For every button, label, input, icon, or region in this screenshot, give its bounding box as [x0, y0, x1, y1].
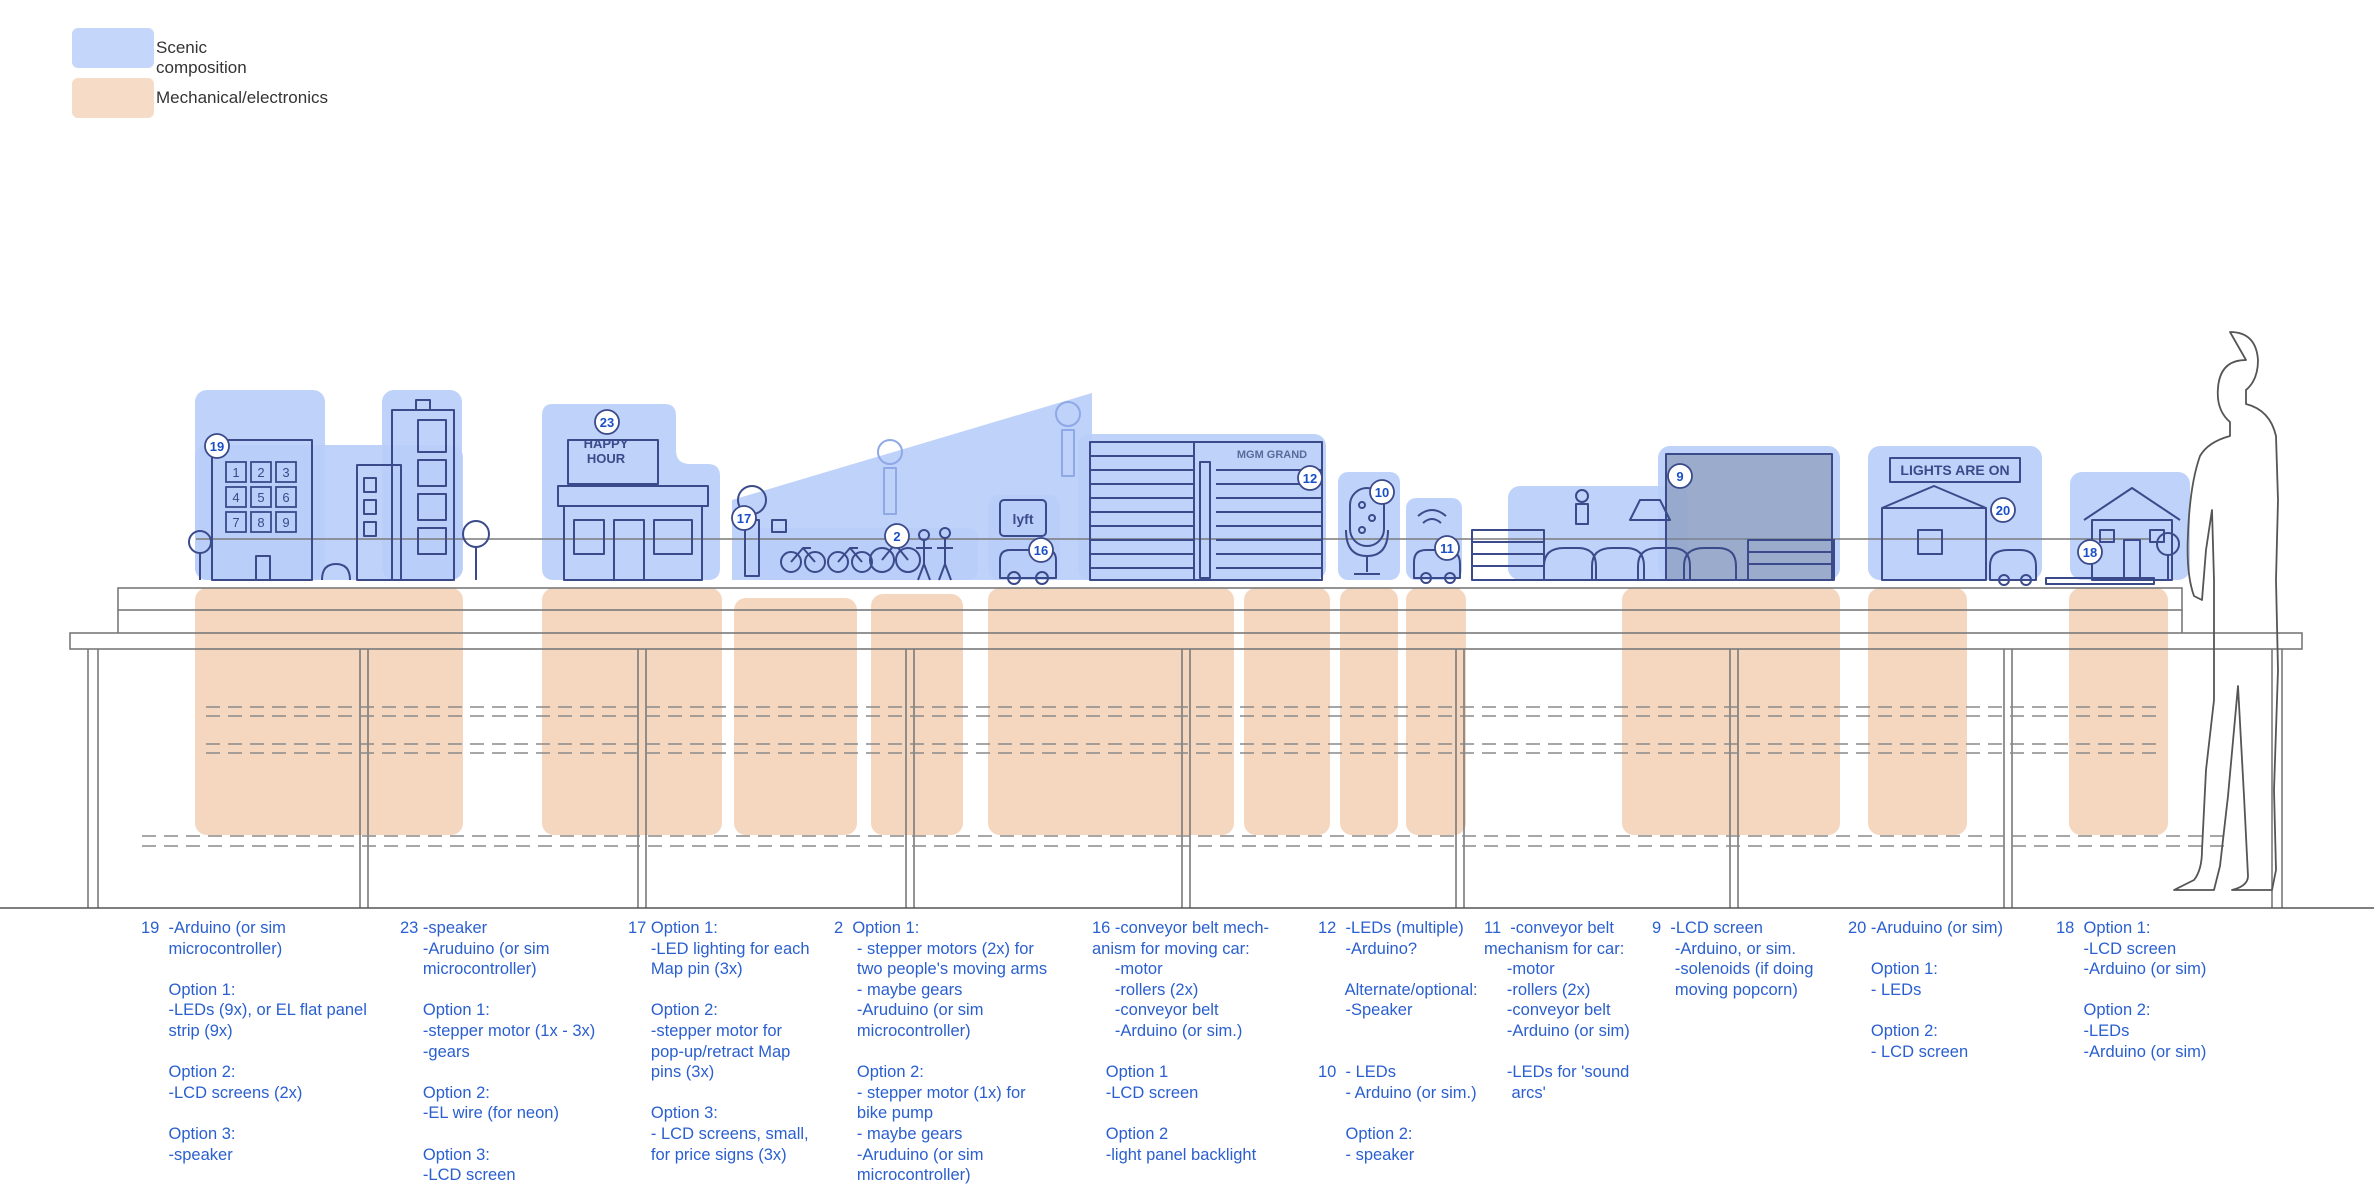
mgm-grand-sign: MGM GRAND [1237, 449, 1307, 461]
mech-zone-16 [988, 588, 1234, 835]
mgm-grand-building [1089, 441, 1323, 581]
badge-circle-16 [1028, 537, 1054, 563]
scenic-zone-23 [542, 404, 720, 580]
legend-swatch-scenic [72, 28, 154, 68]
house-18 [2045, 487, 2181, 585]
badge-number-19: 19 [210, 439, 224, 454]
keypad-digit: 4 [232, 490, 239, 505]
mech-zone-12 [1244, 588, 1330, 835]
keypad-digit: 7 [232, 515, 239, 530]
note-19: 19 -Arduino (or sim microcontroller) Opt… [141, 919, 367, 1164]
badge-circle-18 [2077, 539, 2103, 565]
badge-number-2: 2 [893, 529, 900, 544]
mech-zone-2 [871, 594, 963, 835]
badge-circle-9 [1667, 463, 1693, 489]
legend-swatch-mech [72, 78, 154, 118]
map-pins-faded [877, 401, 1081, 515]
mech-zone-19 [195, 588, 463, 835]
keypad-key [250, 461, 272, 483]
human-silhouette [2173, 331, 2279, 891]
badge-number-12: 12 [1303, 471, 1317, 486]
bike-rack [780, 527, 953, 581]
microphone [1345, 487, 1389, 575]
note-9: 9 -LCD screen -Arduino, or sim. -solenoi… [1652, 919, 1814, 999]
legend-item-mech: Mechanical/electronics [72, 78, 328, 118]
platform-structure [69, 538, 2303, 908]
office-buildings [188, 399, 490, 581]
keypad-digit: 1 [232, 465, 239, 480]
note-11: 11 -conveyor belt mechanism for car: -mo… [1484, 919, 1630, 1102]
keypad-digit: 9 [282, 515, 289, 530]
keypad-key [250, 486, 272, 508]
note-16: 16 -conveyor belt mech- anism for moving… [1092, 919, 1269, 1164]
badge-number-17: 17 [737, 511, 751, 526]
note-20: 20 -Aruduino (or sim) Option 1: - LEDs O… [1848, 919, 2003, 1061]
note-12-10: 12 -LEDs (multiple) -Arduino? Alternate/… [1318, 919, 1478, 1164]
keypad-key [225, 486, 247, 508]
badge-number-18: 18 [2083, 545, 2097, 560]
upper-shelf [117, 587, 2183, 611]
happy-hour-bar [557, 439, 709, 581]
badge-circle-23 [594, 409, 620, 435]
lights-are-on-sign: LIGHTS ARE ON [1900, 462, 2009, 478]
keypad-key [275, 486, 297, 508]
mech-zone-18 [2069, 588, 2168, 835]
mech-zone-9 [1622, 588, 1840, 835]
keypad-key [225, 511, 247, 533]
note-17: 17 Option 1: -LED lighting for each Map … [628, 919, 810, 1164]
keypad-key [275, 461, 297, 483]
badge-number-23: 23 [600, 415, 614, 430]
badge-circle-10 [1369, 479, 1395, 505]
keypad-key [250, 511, 272, 533]
scenic-zone-16 [988, 495, 1060, 580]
legend-item-scenic: Scenic composition [72, 28, 247, 77]
note-18: 18 Option 1: -LCD screen -Arduino (or si… [2056, 919, 2207, 1061]
lights-are-on-house [1881, 457, 2037, 586]
badge-circle-12 [1297, 465, 1323, 491]
badge-circle-20 [1990, 497, 2016, 523]
note-23: 23 -speaker -Aruduino (or sim microcontr… [400, 919, 596, 1185]
lyft-logo: lyft [1013, 511, 1034, 527]
badge-circle-19 [204, 433, 230, 459]
keypad-digit: 3 [282, 465, 289, 480]
keypad-digit: 8 [257, 515, 264, 530]
badge-number-10: 10 [1375, 485, 1389, 500]
mech-zone-17 [734, 598, 857, 835]
keypad-19: 1 2 3 4 5 6 7 8 9 [225, 461, 297, 533]
mech-zone-10 [1340, 588, 1398, 835]
mech-zone-11 [1406, 588, 1466, 835]
badge-number-20: 20 [1996, 503, 2010, 518]
legend-label-mech: Mechanical/electronics [156, 88, 328, 107]
keypad-key [225, 461, 247, 483]
scene-illustrations [188, 331, 2279, 891]
badge-circle-2 [884, 523, 910, 549]
badge-circle-17 [731, 505, 757, 531]
badge-number-9: 9 [1676, 469, 1683, 484]
tabletop [69, 632, 2303, 650]
mech-zone-23 [542, 588, 722, 835]
badge-number-16: 16 [1034, 543, 1048, 558]
keypad-digit: 5 [257, 490, 264, 505]
badge-circle-11 [1434, 535, 1460, 561]
note-2: 2 Option 1: - stepper motors (2x) for tw… [834, 919, 1048, 1185]
keypad-key [275, 511, 297, 533]
drive-in-cinema [1471, 453, 1835, 581]
badge-number-11: 11 [1440, 541, 1454, 556]
shelf-dashes [142, 706, 2230, 847]
mech-zone-20 [1868, 588, 1967, 835]
legend-label-scenic: Scenic composition [156, 38, 247, 77]
scenic-zone-20 [1868, 446, 2042, 580]
keypad-digit: 6 [282, 490, 289, 505]
keypad-digit: 2 [257, 465, 264, 480]
